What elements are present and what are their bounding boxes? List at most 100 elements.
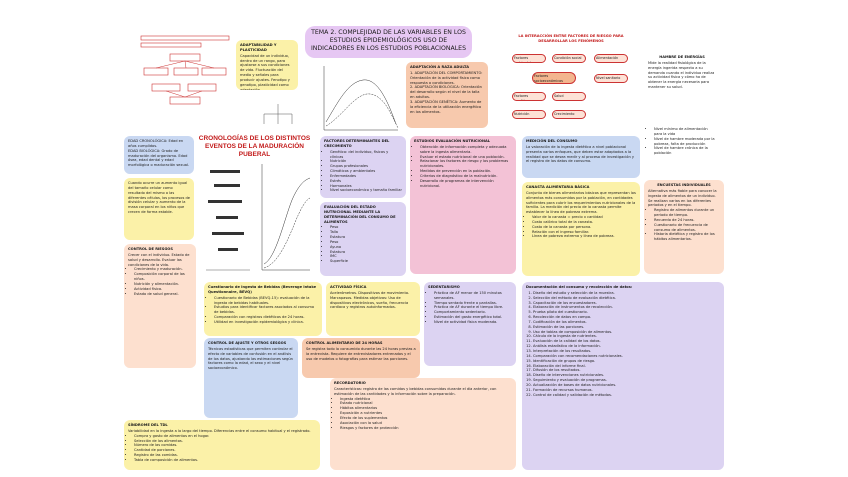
consumo-item: Actividad física. — [134, 287, 192, 292]
canasta-heading: CANASTA ALIMENTARIA BÁSICA — [526, 185, 590, 189]
encuesta-item: Registro de alimentos durante un periodo… — [654, 208, 720, 218]
cuestionario-item: Estudios para identificar factores asoci… — [214, 305, 318, 315]
documento-box: Documentación del consumo y recolección … — [522, 282, 724, 470]
evaluacion-heading: EVALUACIÓN DEL ESTADO NUTRICIONAL MEDIAN… — [324, 205, 396, 224]
encuesta-text: Alternativa más fiable para conocer la i… — [648, 188, 717, 208]
flow-diagram: LA INTERACCIÓN ENTRE FACTORES DE RIESGO … — [508, 34, 634, 130]
sindrome-box: SÍNDROME DEL TDL Variabilidad en la inge… — [124, 420, 320, 470]
maturation-chart-right — [258, 160, 314, 278]
flow-node: Factores ambientales — [512, 54, 546, 63]
sedentario-heading: SEDENTARISMO — [428, 285, 460, 289]
documento-item: Codificación de los alimentos. — [533, 320, 720, 325]
center-top-chart — [318, 62, 402, 134]
consumo-text: Crecer con el individuo. Estado de salud… — [128, 252, 190, 267]
edad-item: EDAD CRONOLÓGICA: Edad en años cumplidos… — [128, 139, 184, 148]
canasta-item: Costo calórico total de la canasta. — [532, 220, 636, 225]
evaluacion-item: Superficie — [330, 259, 402, 264]
factores-item: Nutrición — [330, 159, 402, 164]
sedentario-box: SEDENTARISMO Práctica de AF menor de 150… — [424, 282, 516, 366]
estudios-item: Medidas de prevención en la población. — [420, 169, 512, 174]
adaptacion-box: ADAPTACIÓN A RAZA ADULTA 1. ADAPTACIÓN D… — [406, 62, 488, 128]
documento-item: Selección del método de evaluación dieté… — [533, 296, 720, 301]
adaptabilidad-box: ADAPTABILIDAD Y PLASTICIDAD Capacidad de… — [236, 40, 298, 90]
sedentario-item: Tiempo sentado frente a pantallas. — [434, 301, 512, 306]
ajuste-text: Técnicas estadísticas que permiten contr… — [208, 346, 293, 371]
medicion-heading: MEDICIÓN DEL CONSUMO — [526, 139, 578, 143]
small-tree-chart — [258, 100, 298, 132]
factores-item: Enfermedades — [330, 174, 402, 179]
recordatorio24-box: CONTROL ALIMENTARIO DE 24 HORAS Se regis… — [302, 338, 420, 378]
factores-item: Climáticos y ambientales — [330, 169, 402, 174]
sedentario-item: Comportamiento sedentario. — [434, 310, 512, 315]
cuestionario-box: Cuestionario de Ingesta de Bebidas (Beve… — [204, 282, 322, 336]
factores-item: Estrés — [330, 179, 402, 184]
ajuste-heading: CONTROL DE AJUSTE Y OTROS SESGOS — [208, 341, 287, 345]
encuesta-box: ENCUESTAS INDIVIDUALES Alternativa más f… — [644, 180, 724, 274]
adaptabilidad-text: Capacidad de un individuo, dentro de un … — [240, 53, 290, 90]
cuestionario-item: Utilidad en investigación epidemiológica… — [214, 320, 318, 325]
medicion-box: MEDICIÓN DEL CONSUMO La valoración de la… — [522, 136, 640, 178]
hambre-item: Nivel de hambre moderada por la pobreza,… — [654, 137, 716, 147]
sedentario-item: Práctica de AF durante el tiempo libre. — [434, 305, 512, 310]
encuesta-item: Recuerdo de 24 horas. — [654, 218, 720, 223]
documento-heading: Documentación del consumo y recolección … — [526, 285, 633, 289]
evaluacion-item: Peso — [330, 225, 402, 230]
evaluacion-item: Estatura — [330, 235, 402, 240]
encuesta-item: Historia dietética y registro de los háb… — [654, 232, 720, 242]
documento-item: Formación de recursos humanos. — [533, 388, 720, 393]
medicion-text: La valoración de la ingesta dietética a … — [526, 144, 635, 164]
consumo-item: Nutrición y alimentación. — [134, 282, 192, 287]
recordatorio-box: RECORDATORIO Características: registro d… — [330, 378, 516, 470]
recordatorio24-text: Se registra todo lo consumido durante la… — [306, 346, 416, 361]
hambre-box: HAMBRE DE ENERGÍAS Mide la realidad fisi… — [644, 52, 720, 122]
cuestionario-item: Comparación con registros dietéticos de … — [214, 315, 318, 320]
factores-item: Nivel socioeconómico y tamaño familiar — [330, 188, 402, 193]
recordatorio-item: Asociación con la salud — [340, 421, 512, 426]
consumo-item: Composición corporal de los niños. — [134, 272, 192, 282]
crecimiento-box: Cuando ocurre un aumento igual del tamañ… — [124, 178, 194, 240]
sindrome-item: Registro de las comidas. — [134, 453, 316, 458]
crecimiento-text: Cuando ocurre un aumento igual del tamañ… — [128, 181, 190, 215]
edad-item: EDAD BIOLÓGICA: Grado de maduración del … — [128, 148, 190, 168]
documento-item: Identificación de grupos de riesgo. — [533, 359, 720, 364]
maturation-chart-left — [204, 160, 254, 278]
flow-title: LA INTERACCIÓN ENTRE FACTORES DE RIESGO … — [518, 34, 624, 43]
sindrome-item: Compra y gasto de alimentos en el hogar. — [134, 434, 316, 439]
canasta-box: CANASTA ALIMENTARIA BÁSICA Conjunto de b… — [522, 182, 640, 276]
factores-box: FACTORES DETERMINANTES DEL CRECIMIENTO G… — [320, 136, 406, 198]
recordatorio-heading: RECORDATORIO — [334, 381, 366, 385]
evaluacion-item: Estatura — [330, 250, 402, 255]
consumo-heading: CONTROL DE RIESGOS — [128, 247, 173, 251]
consumo-item: Estado de salud general. — [134, 292, 192, 297]
recordatorio-item: Hábitos alimentarios — [340, 406, 512, 411]
documento-item: Estimación de las porciones. — [533, 325, 720, 330]
estudios-item: Criterios de diagnóstico de la malnutric… — [420, 174, 512, 179]
documento-item: Evaluación de la calidad de los datos. — [533, 339, 720, 344]
sedentario-item: Práctica de AF menor de 150 minutos sema… — [434, 291, 512, 301]
recordatorio24-heading: CONTROL ALIMENTARIO DE 24 HORAS — [306, 341, 383, 345]
recordatorio-item: Estado nutricional — [340, 401, 512, 406]
recordatorio-item: Riesgos y factores de protección — [340, 426, 512, 431]
recordatorio-item: Ingesta dietética — [340, 397, 512, 402]
actividad-text: Acelerómetros. Dispositivos de movimient… — [330, 290, 410, 310]
flow-node: Alimentación — [594, 54, 628, 63]
encuesta-heading: ENCUESTAS INDIVIDUALES — [657, 183, 711, 187]
hambre-text: Mide la realidad fisiológica de la energ… — [648, 60, 715, 90]
documento-item: Uso de tablas de composición de alimento… — [533, 330, 720, 335]
canasta-item: Relación con el ingreso familiar. — [532, 230, 636, 235]
sindrome-item: Cantidad de porciones. — [134, 448, 316, 453]
documento-item: Difusión de los resultados. — [533, 368, 720, 373]
documento-item: Prueba piloto del cuestionario. — [533, 310, 720, 315]
documento-item: Control de calidad y validación de métod… — [533, 393, 720, 398]
adaptacion-item: 1. ADAPTACIÓN DEL COMPORTAMIENTO: Orient… — [410, 70, 483, 85]
estudios-item: Desarrollo de programas de intervención … — [420, 179, 512, 189]
flow-node: Crecimiento — [552, 110, 586, 119]
sedentario-item: Estimación del gasto energético total. — [434, 315, 512, 320]
consumo-box: CONTROL DE RIESGOS Crecer con el individ… — [124, 244, 196, 368]
hambre-item: Nivel de hambre crónica de la población — [654, 146, 716, 156]
factores-item: Genético: del individuo, físicas y clíni… — [330, 150, 402, 160]
adaptabilidad-heading: ADAPTABILIDAD Y PLASTICIDAD — [240, 43, 277, 52]
documento-item: Cálculo de la ingesta de nutrientes. — [533, 334, 720, 339]
documento-item: Recolección de datos en campo. — [533, 315, 720, 320]
canasta-item: Línea de pobreza extrema y línea de pobr… — [532, 234, 636, 239]
